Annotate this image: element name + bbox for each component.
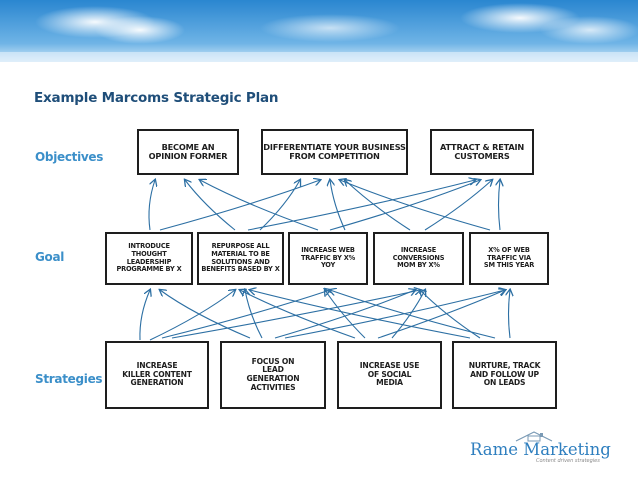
connector-arrow [284, 290, 505, 339]
connector-arrow [325, 290, 366, 339]
goal-thought-leadership: INTRODUCE THOUGHT LEADERSHIP PROGRAMME B… [105, 232, 193, 285]
connector-arrow [149, 290, 235, 341]
row-label-strategies: Strategies [35, 372, 103, 386]
row-label-objectives: Objectives [35, 150, 104, 164]
connector-arrow [148, 180, 155, 231]
connector-arrow [345, 180, 411, 231]
strategy-social-media: INCREASE USE OF SOCIAL MEDIA [337, 341, 442, 409]
connector-arrow [330, 180, 346, 231]
sky-banner [0, 0, 638, 62]
connector-arrow [139, 290, 150, 341]
goal-web-traffic: INCREASE WEB TRAFFIC BY X% YOY [288, 232, 368, 285]
logo-name: Rame Marketing [470, 440, 611, 459]
connector-arrow [185, 180, 236, 231]
connector-arrow [509, 290, 511, 339]
connector-arrow [340, 180, 491, 231]
objective-opinion-former: BECOME AN OPINION FORMER [137, 129, 239, 175]
connector-arrow [259, 180, 300, 231]
strategy-killer-content: INCREASE KILLER CONTENT GENERATION [105, 341, 209, 409]
connector-arrow [329, 180, 480, 231]
objective-differentiate: DIFFERENTIATE YOUR BUSINESS FROM COMPETI… [261, 129, 408, 175]
connector-arrow [424, 180, 492, 231]
connector-arrow [250, 290, 471, 339]
goal-social-traffic: X% OF WEB TRAFFIC VIA SM THIS YEAR [469, 232, 549, 285]
connector-arrow [159, 180, 320, 231]
rame-marketing-logo: Rame Marketing Content driven strategies [470, 431, 611, 468]
house-icon [515, 431, 553, 442]
connector-arrow [330, 290, 496, 339]
connector-arrow [247, 180, 475, 231]
connector-arrow [377, 290, 505, 339]
connector-arrow [160, 290, 251, 339]
page-title: Example Marcoms Strategic Plan [34, 90, 279, 106]
connector-arrow [499, 180, 501, 231]
objective-attract-retain: ATTRACT & RETAIN CUSTOMERS [430, 129, 534, 175]
logo-tagline: Content driven strategies [536, 458, 600, 464]
row-label-goal: Goal [35, 250, 65, 264]
connector-arrow [274, 290, 415, 339]
connector-arrow [171, 290, 420, 339]
strategy-nurture-leads: NURTURE, TRACK AND FOLLOW UP ON LEADS [452, 341, 557, 409]
strategy-lead-generation: FOCUS ON LEAD GENERATION ACTIVITIES [220, 341, 326, 409]
goal-repurpose-material: REPURPOSE ALL MATERIAL TO BE SOLUTIONS A… [197, 232, 284, 285]
connector-arrow [420, 290, 481, 339]
connector-arrow [200, 180, 319, 231]
goal-conversions: INCREASE CONVERSIONS MOM BY X% [373, 232, 464, 285]
